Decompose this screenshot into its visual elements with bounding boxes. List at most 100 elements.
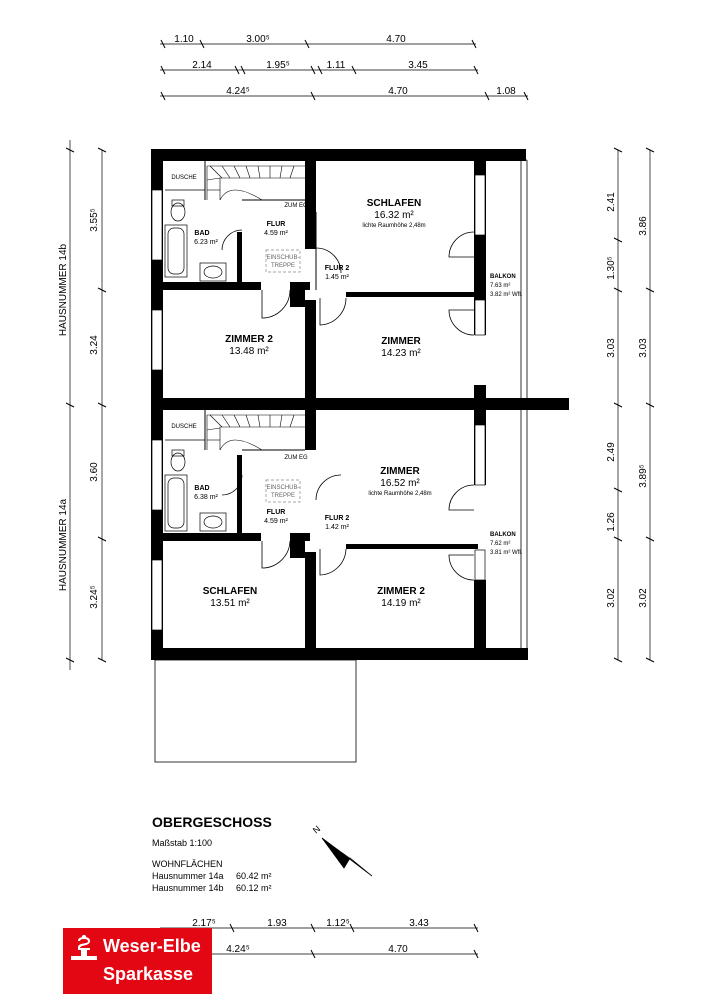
schlafen-a-area: 13.51 m² bbox=[210, 598, 250, 609]
dusche-b-label: DUSCHE bbox=[171, 175, 196, 181]
living-area-heading: WOHNFLÄCHEN bbox=[152, 859, 223, 869]
dim-right-1: 2.41 bbox=[606, 192, 617, 212]
balkon-b-wfl: 3.82 m² Wfl. bbox=[490, 292, 523, 298]
zum-eg-a-label: ZUM EG bbox=[284, 455, 308, 461]
flur2-a-area: 1.42 m² bbox=[325, 524, 349, 531]
rooms-house-14a: BAD 6.38 m² FLUR 4.59 m² FLUR 2 1.42 m² … bbox=[194, 466, 432, 609]
dimension-labels-left: HAUSNUMMER 14b HAUSNUMMER 14a 3.55⁵ 3.24… bbox=[58, 208, 100, 609]
logo-line1: Weser-Elbe bbox=[103, 936, 201, 956]
dim-top-2: 3.00⁵ bbox=[246, 34, 270, 45]
walls bbox=[151, 149, 569, 660]
dim-bottom-5: 4.24⁵ bbox=[226, 944, 250, 955]
dimension-labels-right: 2.41 1.30⁵ 3.03 2.49 1.26 3.02 3.86 3.03… bbox=[606, 192, 649, 608]
flur2-a-name: FLUR 2 bbox=[325, 515, 350, 522]
logo-line2: Sparkasse bbox=[103, 964, 194, 984]
balkon-b-name: BALKON bbox=[490, 274, 516, 280]
flur-a-name: FLUR bbox=[267, 509, 286, 516]
zimmer-a-note: lichte Raumhöhe 2,48m bbox=[368, 491, 431, 497]
schlafen-b-area: 16.32 m² bbox=[374, 210, 414, 221]
balkon-a-area: 7.62 m² bbox=[490, 541, 510, 547]
dimension-labels-top: 1.10 3.00⁵ 4.70 2.14 1.95⁵ 1.11 3.45 4.2… bbox=[174, 34, 516, 97]
north-arrow-icon: N bbox=[311, 824, 373, 877]
einschub-b-label-1: EINSCHUB- bbox=[266, 255, 299, 261]
dimension-lines-left bbox=[65, 140, 107, 670]
dim-bottom-6: 4.70 bbox=[388, 944, 408, 955]
einschub-b-label-2: TREPPE bbox=[271, 263, 295, 269]
schlafen-b-name: SCHLAFEN bbox=[367, 198, 421, 209]
windows bbox=[151, 174, 486, 631]
einschub-a-label-2: TREPPE bbox=[271, 493, 295, 499]
door-swings bbox=[221, 229, 475, 581]
dim-top-7: 3.45 bbox=[408, 60, 428, 71]
partitions bbox=[204, 161, 317, 451]
dimension-lines-top bbox=[160, 39, 529, 101]
dim-top-1: 1.10 bbox=[174, 34, 194, 45]
area-row-14a-value: 60.42 m² bbox=[236, 871, 272, 881]
north-label: N bbox=[311, 824, 322, 836]
zum-eg-b-label: ZUM EG bbox=[284, 203, 308, 209]
dim-bottom-1: 2.17⁵ bbox=[192, 918, 216, 929]
stairs bbox=[206, 165, 305, 451]
dim-right-7: 3.86 bbox=[638, 216, 649, 236]
legend: OBERGESCHOSS Maßstab 1:100 WOHNFLÄCHEN H… bbox=[152, 814, 272, 893]
bad-b-area: 6.23 m² bbox=[194, 239, 218, 246]
dim-top-6: 1.11 bbox=[327, 60, 346, 71]
area-row-14a-label: Hausnummer 14a bbox=[152, 871, 224, 881]
dimension-lines-bottom bbox=[160, 923, 479, 959]
flur-b-area: 4.59 m² bbox=[264, 230, 288, 237]
dim-right-10: 3.02 bbox=[638, 588, 649, 608]
schlafen-a-name: SCHLAFEN bbox=[203, 586, 257, 597]
zimmer-a-name: ZIMMER bbox=[380, 466, 420, 477]
dusche-a-label: DUSCHE bbox=[171, 424, 196, 430]
dim-top-3: 4.70 bbox=[386, 34, 406, 45]
bad-b-name: BAD bbox=[194, 230, 209, 237]
balkon-b: BALKON 7.63 m² 3.82 m² Wfl. bbox=[490, 274, 523, 298]
dim-bottom-4: 3.43 bbox=[409, 918, 429, 929]
balkon-b-area: 7.63 m² bbox=[490, 283, 510, 289]
dim-right-6: 3.02 bbox=[606, 588, 617, 608]
dimension-labels-bottom: 2.17⁵ 1.93 1.12⁵ 3.43 4.24⁵ 4.70 bbox=[192, 918, 429, 955]
sanitary bbox=[164, 189, 227, 532]
sparkasse-s-icon bbox=[71, 935, 97, 960]
einschub-boxes bbox=[265, 249, 301, 503]
zimmer-b-area: 14.23 m² bbox=[381, 348, 421, 359]
dim-left-1: 3.55⁵ bbox=[89, 208, 100, 232]
dim-bottom-3: 1.12⁵ bbox=[326, 918, 350, 929]
house-label-a: HAUSNUMMER 14a bbox=[58, 498, 69, 591]
bad-a-name: BAD bbox=[194, 485, 209, 492]
balkon-a: BALKON 7.62 m² 3.81 m² Wfl. bbox=[490, 532, 523, 556]
dim-right-2: 1.30⁵ bbox=[606, 256, 617, 280]
area-row-14b-label: Hausnummer 14b bbox=[152, 883, 224, 893]
rooms-house-14b: BAD 6.23 m² FLUR 4.59 m² FLUR 2 1.45 m² … bbox=[194, 198, 426, 359]
zimmer-a-area: 16.52 m² bbox=[380, 478, 420, 489]
dim-left-3: 3.60 bbox=[89, 462, 100, 482]
schlafen-b-note: lichte Raumhöhe 2,48m bbox=[362, 223, 425, 229]
flur-a-area: 4.59 m² bbox=[264, 518, 288, 525]
dim-top-4: 2.14 bbox=[192, 60, 212, 71]
zimmer-b-name: ZIMMER bbox=[381, 336, 421, 347]
dim-top-5: 1.95⁵ bbox=[266, 60, 290, 71]
flur2-b-area: 1.45 m² bbox=[325, 274, 349, 281]
dimension-lines-right bbox=[613, 147, 655, 663]
house-label-b: HAUSNUMMER 14b bbox=[58, 243, 69, 336]
bad-a-area: 6.38 m² bbox=[194, 494, 218, 501]
dim-left-2: 3.24 bbox=[89, 335, 100, 355]
balkon-a-wfl: 3.81 m² Wfl. bbox=[490, 550, 523, 556]
flur-b-name: FLUR bbox=[267, 221, 286, 228]
zimmer2-a-area: 14.19 m² bbox=[381, 598, 421, 609]
terrace-outline bbox=[154, 659, 357, 763]
dim-bottom-2: 1.93 bbox=[267, 918, 287, 929]
plan-title: OBERGESCHOSS bbox=[152, 814, 272, 830]
dim-right-4: 2.49 bbox=[606, 442, 617, 462]
flur2-b-name: FLUR 2 bbox=[325, 265, 350, 272]
area-row-14b-value: 60.12 m² bbox=[236, 883, 272, 893]
dim-top-9: 4.70 bbox=[388, 86, 408, 97]
einschub-a-label-1: EINSCHUB- bbox=[266, 485, 299, 491]
zimmer2-b-name: ZIMMER 2 bbox=[225, 334, 273, 345]
dim-right-9: 3.89⁵ bbox=[638, 464, 649, 488]
dim-top-10: 1.08 bbox=[496, 86, 516, 97]
room-small-labels: DUSCHE ZUM EG EINSCHUB- TREPPE DUSCHE ZU… bbox=[171, 175, 308, 499]
balkon-a-name: BALKON bbox=[490, 532, 516, 538]
dim-right-3: 3.03 bbox=[606, 338, 617, 358]
